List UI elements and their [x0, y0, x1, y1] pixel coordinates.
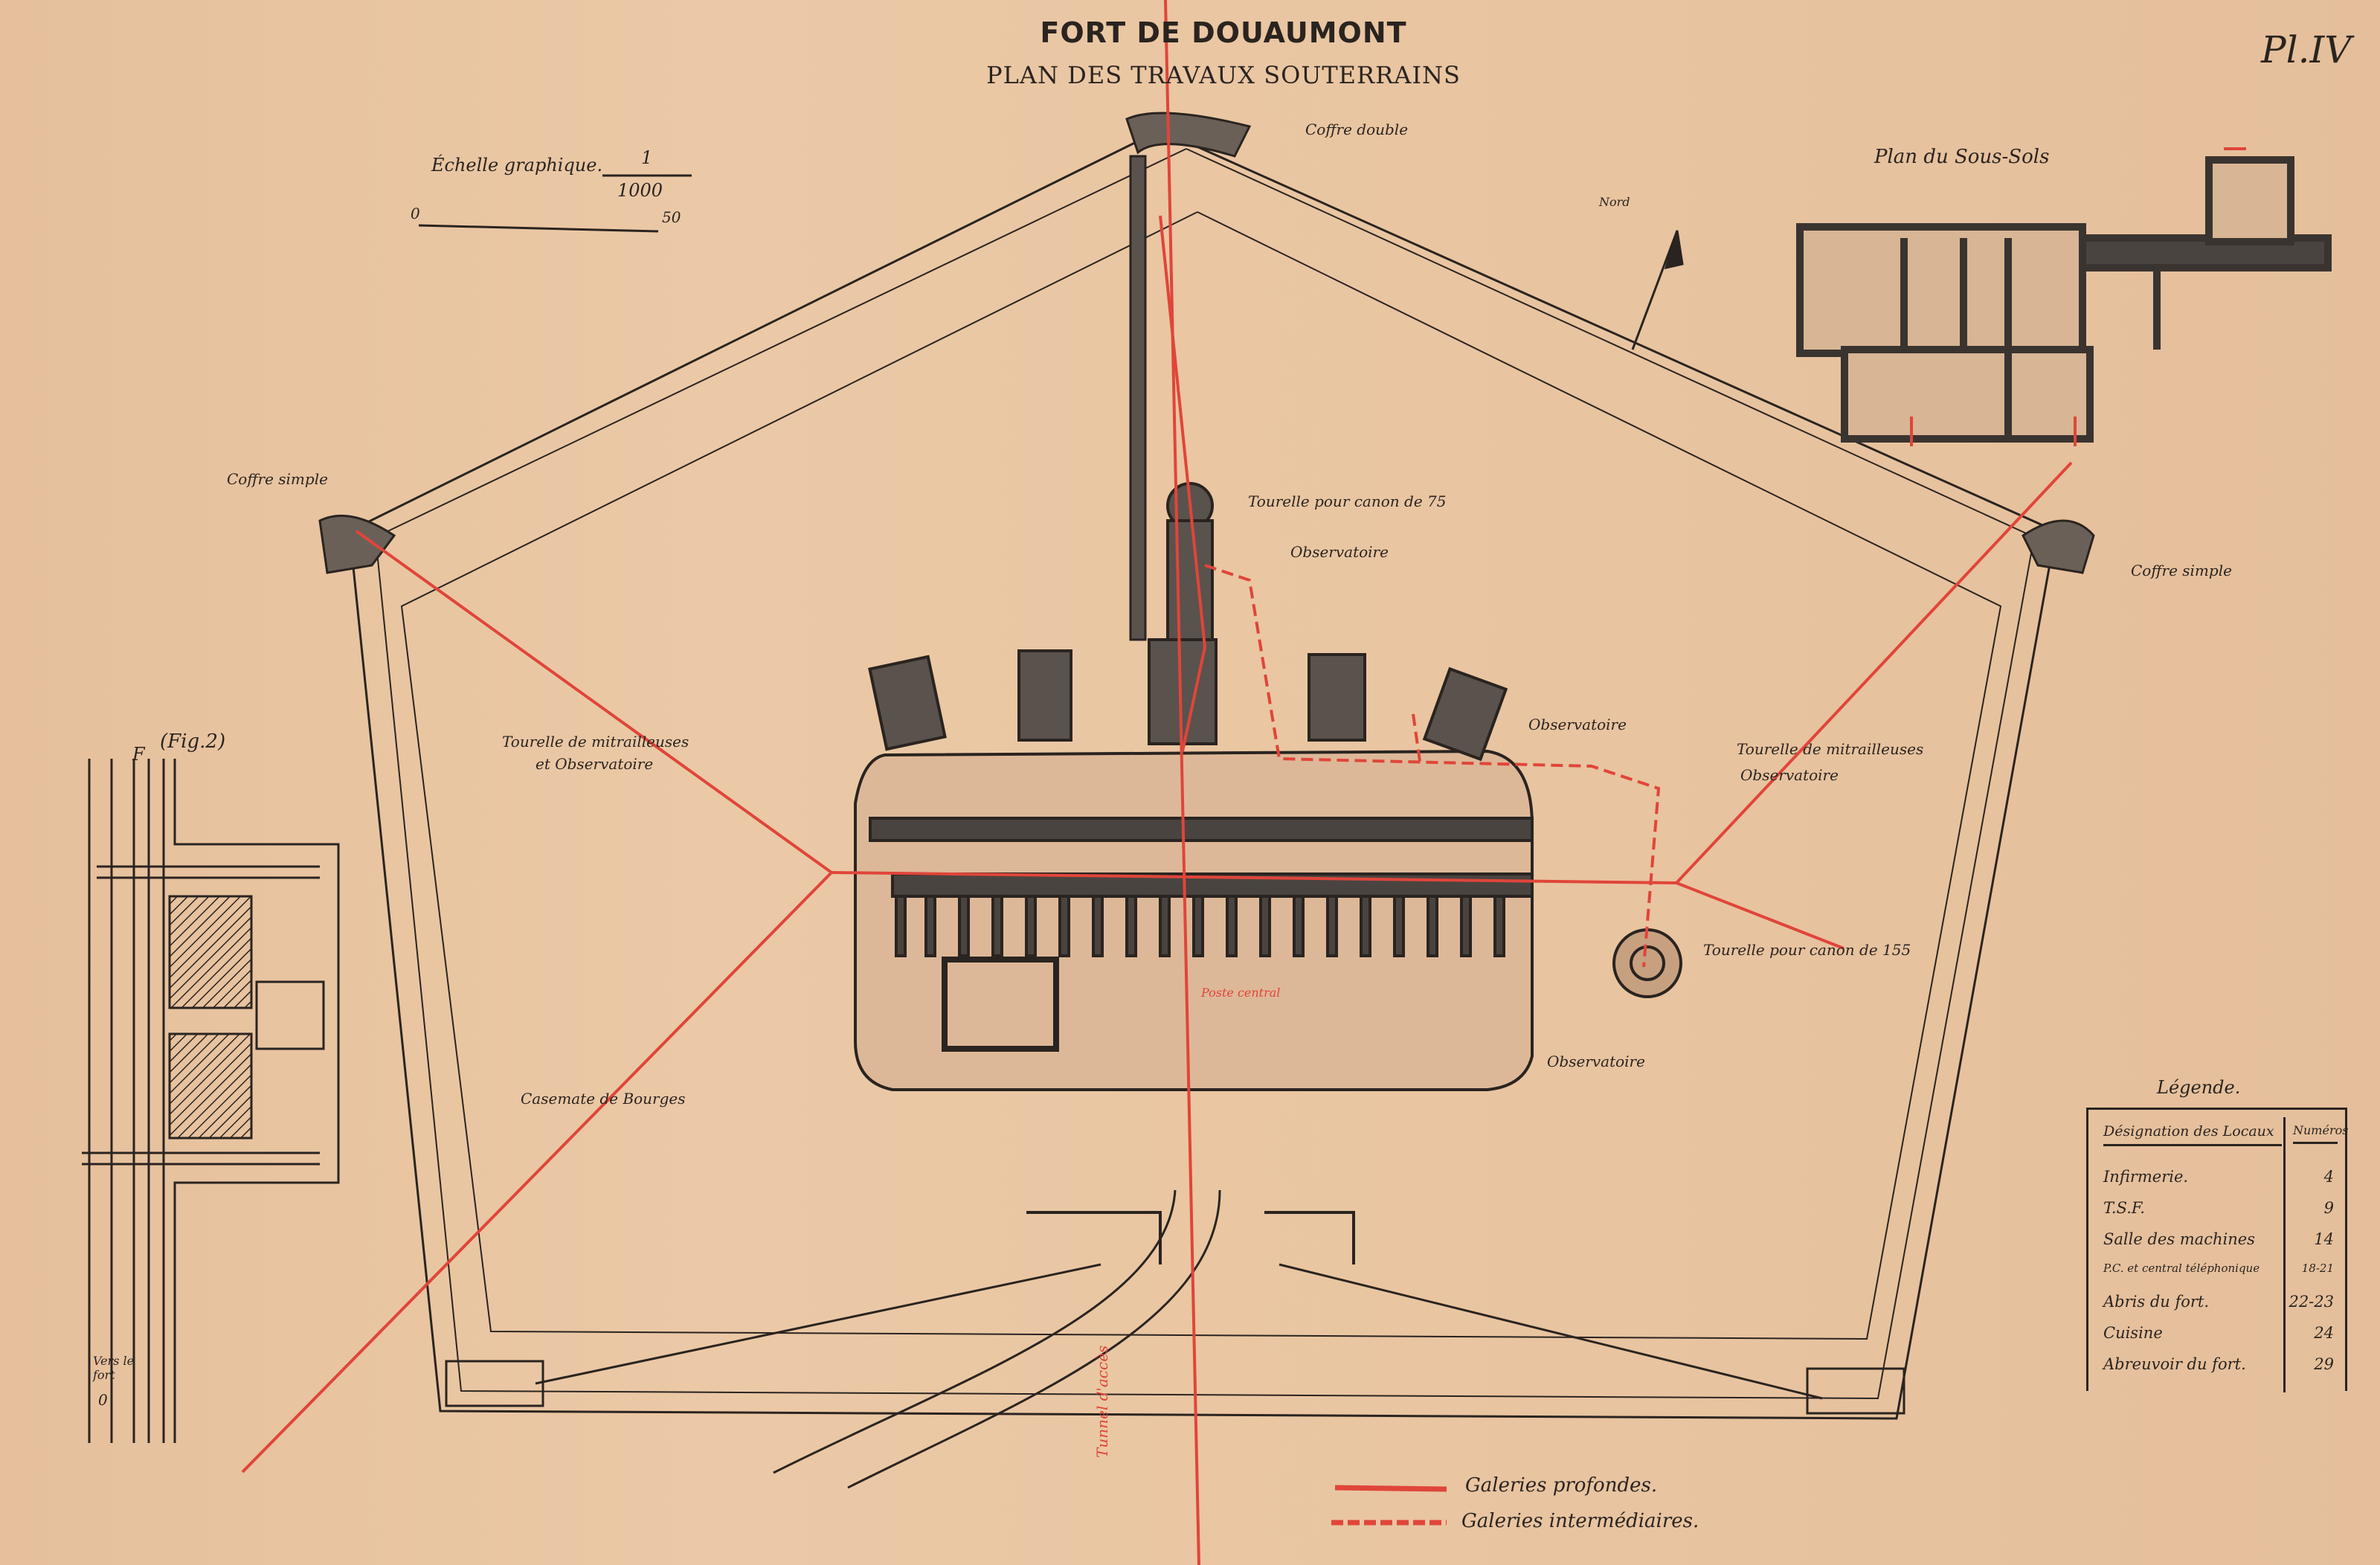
- legend-row: Cuisine 24: [2103, 1324, 2334, 1342]
- inset-title: Plan du Sous-Sols: [1874, 146, 2050, 168]
- scale-numerator: 1: [641, 147, 653, 168]
- legend-row-label: P.C. et central téléphonique: [2103, 1262, 2260, 1275]
- outer-rampart: [348, 129, 2057, 1420]
- legend-row: Salle des machines 14: [2103, 1230, 2334, 1248]
- legend-col-designation: Désignation des Locaux: [2103, 1123, 2282, 1146]
- scale-end: 50: [662, 208, 681, 226]
- legend-deep-line: [1334, 1485, 1447, 1492]
- legend-divider: [2283, 1117, 2286, 1392]
- map-title: FORT DE DOUAUMONT: [1040, 16, 1407, 49]
- figure-2-title: (Fig.2): [160, 730, 226, 753]
- gallery-deep-north-south: [1164, 0, 1200, 1565]
- label-observatoire-bottom: Observatoire: [1547, 1053, 1645, 1070]
- label-coffre-simple-right: Coffre simple: [2131, 562, 2232, 579]
- legend-row: Abris du fort. 22-23: [2103, 1293, 2334, 1311]
- label-casemate: Casemate de Bourges: [521, 1090, 686, 1108]
- turrets: [868, 482, 1508, 762]
- legend-table: Désignation des Locaux Numéros Infirmeri…: [2086, 1108, 2348, 1392]
- legend-col-numbers: Numéros: [2293, 1123, 2348, 1144]
- label-tourelle-mitr-left-2: et Observatoire: [536, 755, 654, 773]
- tourelle-155: [1612, 928, 1682, 998]
- legend-row-number: 22-23: [2289, 1293, 2334, 1311]
- legend-row: Infirmerie. 4: [2103, 1168, 2334, 1186]
- label-tourelle-mitr-left: Tourelle de mitrailleuses: [502, 733, 689, 751]
- plate-number: Pl.IV: [2261, 28, 2352, 71]
- coffre-simple-left: [318, 514, 396, 574]
- inset-plan: [1796, 156, 2332, 443]
- legend-row: T.S.F. 9: [2103, 1199, 2334, 1217]
- legend-row: P.C. et central téléphonique 18-21: [2103, 1262, 2334, 1275]
- label-observatoire-top: Observatoire: [1290, 543, 1389, 561]
- label-coffre-double: Coffre double: [1305, 120, 1409, 138]
- scale-denominator: 1000: [617, 180, 663, 201]
- casemate-cells: [895, 895, 1505, 957]
- label-poste-central: Poste central: [1201, 986, 1281, 1000]
- figure-2-zero: 0: [98, 1391, 108, 1409]
- legend-row-label: Abreuvoir du fort.: [2103, 1355, 2246, 1373]
- legend-row-label: T.S.F.: [2103, 1199, 2145, 1217]
- scale-start: 0: [411, 205, 420, 222]
- outer-rampart-inner: [374, 148, 2036, 1400]
- legend-row-number: 29: [2314, 1355, 2334, 1373]
- north-gallery: [1129, 155, 1147, 641]
- label-tourelle-mitr-right-2: Observatoire: [1740, 766, 1839, 784]
- legend-row-number: 24: [2314, 1324, 2334, 1342]
- legend-title: Légende.: [2157, 1077, 2241, 1098]
- legend-row-number: 14: [2314, 1230, 2334, 1248]
- coffre-simple-right: [2022, 519, 2095, 574]
- label-tourelle-mitr-right: Tourelle de mitrailleuses: [1737, 740, 1924, 758]
- inner-rampart: [400, 211, 2002, 1340]
- scale-bar: [418, 174, 692, 233]
- gallery-deep-west: [241, 530, 834, 1474]
- gallery-deep-east: [1673, 461, 2073, 950]
- scale-label: Échelle graphique.: [431, 155, 603, 176]
- gallery-deep-central: [831, 871, 1677, 884]
- legend-row-label: Abris du fort.: [2103, 1293, 2210, 1311]
- gallery-deep-northeast: [1159, 215, 1207, 752]
- figure-2-mark: F: [132, 744, 145, 765]
- figure-2-bottom-label: Vers le fort: [93, 1354, 135, 1382]
- legend-row-number: 4: [2323, 1168, 2334, 1186]
- gallery-intermediate: [1204, 564, 1661, 968]
- legend-row-label: Salle des machines: [2103, 1230, 2255, 1248]
- north-arrow-icon: [1631, 230, 1684, 350]
- line-legend-intermediate: Galeries intermédiaires.: [1461, 1510, 1699, 1532]
- north-label: Nord: [1599, 195, 1630, 209]
- label-coffre-simple-left: Coffre simple: [227, 470, 328, 488]
- legend-row-number: 9: [2323, 1199, 2334, 1217]
- legend-row: Abreuvoir du fort. 29: [2103, 1355, 2334, 1373]
- label-tourelle-75: Tourelle pour canon de 75: [1248, 492, 1447, 510]
- legend-row-label: Infirmerie.: [2103, 1168, 2189, 1186]
- legend-row-number: 18-21: [2301, 1262, 2334, 1275]
- figure-2: [82, 759, 340, 1443]
- line-legend-deep: Galeries profondes.: [1465, 1474, 1658, 1497]
- label-tourelle-155: Tourelle pour canon de 155: [1703, 941, 1911, 959]
- label-tunnel: Tunnel d'accès: [1093, 1345, 1111, 1458]
- label-observatoire-right: Observatoire: [1528, 716, 1627, 733]
- access-road: [773, 1189, 1221, 1489]
- map-subtitle: PLAN DES TRAVAUX SOUTERRAINS: [986, 61, 1461, 89]
- coffre-double: [1125, 112, 1252, 158]
- legend-row-label: Cuisine: [2103, 1324, 2163, 1342]
